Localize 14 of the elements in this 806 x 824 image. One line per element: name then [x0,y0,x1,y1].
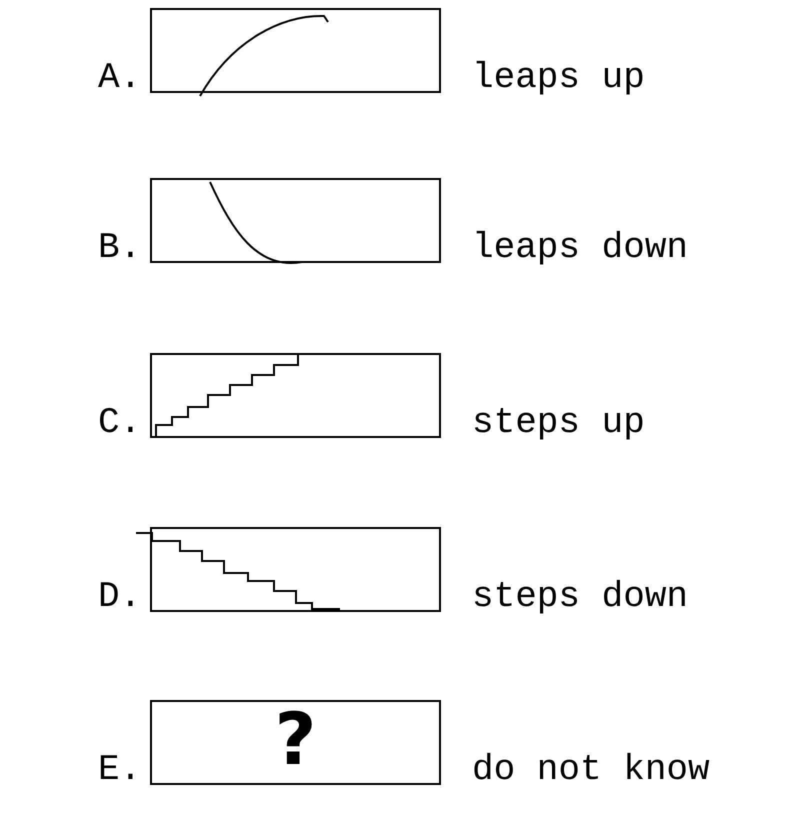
answer-box [150,178,441,263]
option-letter: C. [98,403,142,443]
option-letter: B. [98,228,142,268]
option-label: steps up [472,403,645,443]
option-label: do not know [472,750,710,790]
option-label: steps down [472,577,688,617]
option-letter: A. [98,58,142,98]
answer-box [150,353,441,438]
option-label: leaps down [472,228,688,268]
option-letter: E. [98,750,142,790]
question-mark: ? [274,703,316,775]
option-label: leaps up [472,58,645,98]
option-letter: D. [98,577,142,617]
answer-box [150,700,441,785]
